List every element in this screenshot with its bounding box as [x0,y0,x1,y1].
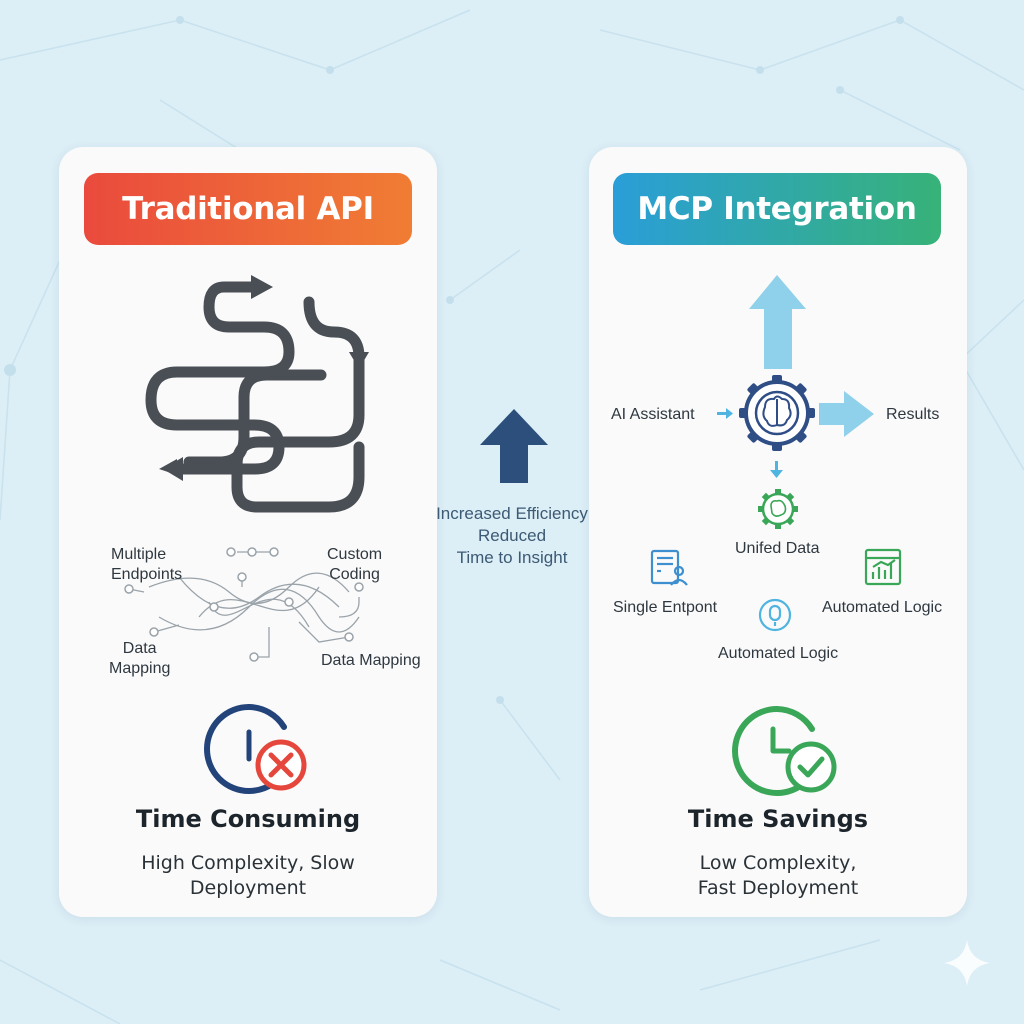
messy-network-icon [128,551,360,658]
path-arrowheads [159,275,369,481]
clock-check-icon [732,706,837,796]
unified-data-label: Unifed Data [735,540,820,557]
caption-line-1: Increased Efficiency [436,504,588,523]
clock-x-icon [204,704,307,794]
time-savings-title: Time Savings [687,805,869,833]
traditional-api-card: Traditional API [59,147,437,917]
caption-line-2: Reduced [477,526,547,545]
sparkle-icon [944,940,990,986]
right-subtitle: Low Complexity, Fast Deployment [697,852,859,899]
tangled-path-icon [145,281,365,513]
mcp-integration-header: MCP Integration [613,173,941,245]
mcp-integration-card: MCP Integration [589,147,967,917]
chart-window-icon [864,548,902,586]
efficiency-caption: Increased Efficiency Reduced Time to Ins… [424,503,600,569]
document-user-icon [650,549,688,586]
traditional-api-header: Traditional API [84,173,412,245]
brain-gear-icon [739,375,815,451]
efficiency-callout: Increased Efficiency Reduced Time to Ins… [424,405,600,575]
network-nodes [124,547,364,662]
data-mapping-left-label: Data Mapping [109,640,171,677]
time-consuming-title: Time Consuming [135,805,361,833]
small-right-arrow-icon [717,408,733,419]
results-label: Results [886,406,940,423]
unified-data-gear-icon [758,489,798,529]
right-arrow-light-icon [819,391,874,437]
left-card-illustrations [124,275,369,794]
small-down-arrow-icon [770,461,783,478]
automated-logic-bottom-label: Automated Logic [718,645,839,662]
ai-assistant-label: AI Assistant [611,406,695,423]
automated-logic-right-label: Automated Logic [822,599,943,616]
right-card-illustrations [650,275,902,796]
up-arrow-icon [480,409,548,483]
microphone-icon [758,598,792,632]
left-subtitle: High Complexity, Slow Deployment [141,852,355,899]
caption-line-3: Time to Insight [456,548,568,567]
data-mapping-right-label: Data Mapping [321,652,421,669]
multiple-endpoints-label: Multiple Endpoints [111,546,183,583]
custom-coding-label: Custom Coding [327,546,383,583]
up-arrow-light-icon [749,275,806,369]
single-endpoint-label: Single Entpont [613,599,718,616]
